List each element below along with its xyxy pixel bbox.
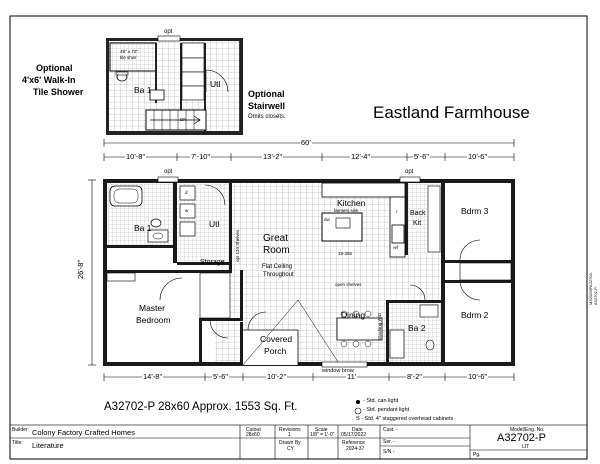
lit-label: LIT — [522, 444, 530, 450]
title-block — [9, 424, 588, 460]
top-dimension-4: 12'-4" — [350, 152, 372, 161]
optional-stairwell-title-line2: Stairwell — [248, 101, 286, 111]
title-value: Literature — [32, 441, 64, 450]
page-label: Pg. — [473, 452, 481, 458]
bottom-dimension-2: 5'-6" — [212, 372, 229, 381]
top-dimension-3: 13'-2" — [262, 152, 284, 161]
room-great-room-line2: Room — [263, 245, 290, 256]
room-bdrm2: Bdrm 2 — [461, 310, 489, 320]
flat-ceiling-line2: Throughout — [263, 272, 294, 278]
bottom-dimension-6: 10'-6" — [467, 372, 489, 381]
top-dimension-5: 5'-6" — [413, 152, 430, 161]
side-stamp: M3202MPA32702-A32702-P- — [588, 271, 598, 305]
legend-can-light: - Std. can light — [363, 398, 399, 404]
room-back-kit-line2: Kit — [413, 220, 422, 227]
stacking-wd-label: Stacking W/D — [377, 312, 382, 340]
room-covered-porch-line2: Porch — [264, 346, 287, 356]
scale-label: Scale — [315, 427, 328, 433]
bottom-dimension-5: 8'-2" — [406, 372, 423, 381]
reference-label: Reference — [342, 440, 366, 446]
ser-label: Ser. - — [383, 439, 395, 445]
bottom-dimension-1: 14'-8" — [142, 372, 164, 381]
reference-value: 2024-37 — [346, 446, 365, 452]
revisions-value: 1 — [288, 432, 291, 438]
scale-value: 1/8" = 1'-0" — [310, 432, 335, 438]
builder-label: Builder: — [12, 427, 29, 433]
optional-stairwell-title-line1: Optional — [248, 89, 285, 99]
optional-shower-title-line2: 4'x6' Walk-In — [22, 75, 76, 85]
legend-pendant-light: - Std. pendant light — [363, 407, 410, 413]
flat-ceiling-line1: Flat Ceiling — [262, 264, 293, 270]
optional-shower-title-line3: Tile Shower — [33, 87, 84, 97]
tile-shower-size-label: 48" x 72" — [120, 49, 138, 54]
cust-label: Cust. - — [383, 427, 398, 433]
room-ba1: Ba 1 — [134, 223, 152, 233]
room-storage: Storage — [200, 259, 225, 266]
revisions-label: Revisions — [279, 427, 301, 433]
dishwasher-label: dw — [324, 217, 330, 222]
plan-name-title: Eastland Farmhouse — [373, 103, 530, 122]
farmers-sink-label: farmers sink — [334, 208, 359, 213]
room-dining: Dining — [341, 310, 366, 320]
drawn-by-label: Drawn By — [279, 440, 301, 446]
optional-stairwell-note: Omits closets. — [248, 114, 286, 120]
date-label: Date — [352, 427, 363, 433]
room-covered-porch-line1: Covered — [260, 334, 293, 344]
overall-dimension: 60' — [300, 138, 312, 147]
top-dimension-6: 10'-6" — [467, 152, 489, 161]
tile-shower-label: tile shwr — [120, 55, 137, 60]
side-dimension: 26'-8" — [76, 258, 85, 280]
shelves-label: opt 120 Shelves — [235, 229, 240, 262]
title-label: Title: — [12, 440, 23, 446]
room-great-room-line1: Great — [263, 233, 289, 244]
bottom-dimension-4: 11' — [346, 372, 358, 381]
builder-name: Colony Factory Crafted Homes — [32, 428, 135, 437]
optional-opt-label: opt — [164, 29, 173, 35]
room-utl: Utl — [209, 219, 220, 229]
room-kitchen: Kitchen — [337, 198, 366, 208]
top-dimension-1: 10'-8" — [125, 152, 147, 161]
legend-overhead-cabinets: S - Std. 4" staggered overhead cabinets — [356, 416, 454, 422]
room-master-line2: Bedroom — [136, 315, 171, 325]
model-value: A32702-P — [497, 432, 546, 444]
optional-utl-label: Utl — [210, 79, 221, 89]
can-light-icon — [356, 400, 360, 404]
optional-shower-title-line1: Optional — [36, 63, 73, 73]
pendant-light-icon — [354, 407, 362, 415]
date-value: 05/17/2022 — [341, 432, 367, 438]
optional-ba1-label: Ba 1 — [134, 85, 152, 95]
optional-inset-plan — [106, 35, 243, 135]
bottom-dimension-3: 10'-2" — [266, 372, 288, 381]
room-back-kit-line1: Back — [410, 210, 426, 217]
optional-dn-label: DN — [180, 117, 187, 122]
dryer-label: d — [185, 190, 188, 195]
model-label: Model/Eng. No. — [510, 427, 545, 433]
washer-label: w — [185, 208, 189, 213]
opt-window-label-2: opt — [405, 169, 414, 175]
range-label: r — [396, 209, 398, 214]
room-master-line1: Master — [139, 303, 165, 313]
plan-summary: A32702-P 28x60 Approx. 1553 Sq. Ft. — [104, 401, 298, 413]
window-brow-label: window brow — [322, 368, 354, 374]
main-floor-plan — [103, 176, 515, 368]
room-bdrm3: Bdrm 3 — [461, 206, 489, 216]
cutout-label: Cutout — [246, 427, 261, 433]
refrigerator-label: ref — [393, 245, 399, 250]
sn-label: S/N - — [383, 449, 395, 455]
drawn-by-value: CY — [287, 446, 294, 452]
opt-window-label-1: opt — [164, 169, 173, 175]
top-dimension-2: 7'-10" — [190, 152, 212, 161]
fridge-size-label: 19-366 — [338, 251, 353, 256]
open-shelves-label: open shelves — [335, 282, 362, 287]
room-ba2: Ba 2 — [408, 323, 426, 333]
cutout-value: 28x60 — [246, 432, 260, 438]
